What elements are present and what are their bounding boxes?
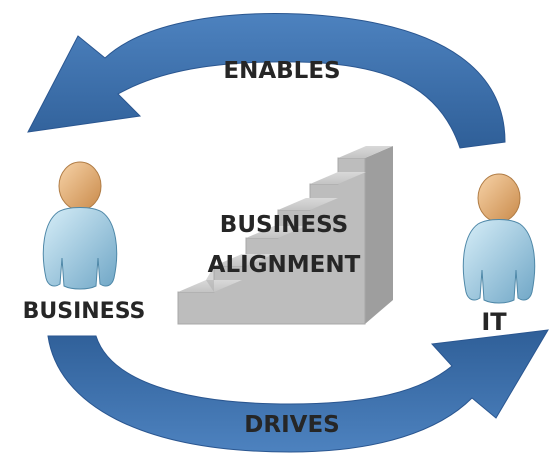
bottom-arrow-label: DRIVES: [244, 412, 339, 438]
left-person-label: BUSINESS: [23, 299, 146, 324]
person-icon: [462, 173, 536, 304]
staircase-icon: [177, 146, 393, 325]
top-arrow-label: ENABLES: [223, 58, 340, 84]
right-person-body: [462, 219, 536, 304]
top-arrow-body: [27, 13, 506, 149]
curved-arrow-left-icon: [27, 13, 506, 149]
person-icon: [42, 161, 118, 290]
right-person-head: [477, 173, 521, 223]
bottom-arrow-body: [47, 329, 549, 453]
center-title-line-1: BUSINESS: [220, 212, 348, 238]
left-person-body: [42, 207, 118, 290]
right-person-label: IT: [481, 308, 507, 336]
left-person-head: [58, 161, 102, 211]
curved-arrow-right-icon: [47, 329, 549, 453]
center-title-line-2: ALIGNMENT: [208, 252, 361, 278]
